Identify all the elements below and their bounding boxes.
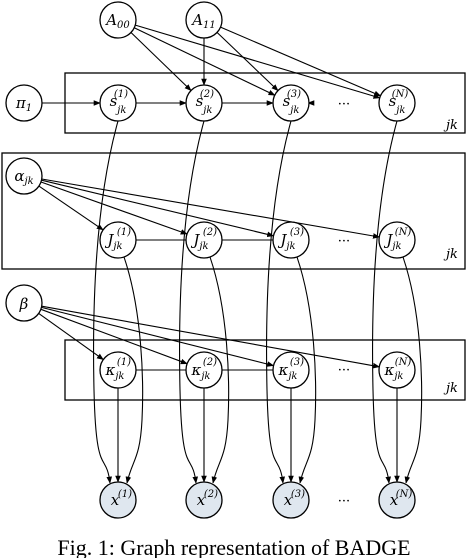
- plate-label-j: jk: [443, 247, 458, 262]
- svg-text:A00: A00: [104, 11, 130, 31]
- node-pi-subscript: 1: [26, 103, 32, 114]
- edge-j-to-x-2: [209, 256, 230, 484]
- node-j-1: Jjk (1): [99, 221, 137, 259]
- edge-alpha-to-j-2: [40, 181, 188, 235]
- svg-text:sjk: sjk: [196, 92, 213, 116]
- node-beta: β: [5, 284, 43, 322]
- node-a00: A00: [99, 1, 137, 39]
- plate-label-s: jk: [443, 118, 458, 133]
- plate-label-kappa: jk: [443, 381, 458, 396]
- edge-a00-to-s-n: [135, 24, 381, 99]
- edges: [38, 24, 423, 484]
- svg-text:π1: π1: [15, 94, 32, 114]
- edge-a11-to-s-n: [220, 26, 382, 97]
- svg-text:Jjk: Jjk: [383, 231, 401, 252]
- node-pi-symbol: π: [15, 94, 27, 112]
- svg-text:(1): (1): [117, 227, 131, 238]
- node-pi: π1: [5, 84, 43, 122]
- edge-j-to-x-1: [123, 256, 144, 484]
- svg-text:(3): (3): [287, 89, 301, 100]
- svg-text:sjk: sjk: [389, 92, 406, 116]
- svg-text:(2): (2): [204, 489, 218, 500]
- edge-s-to-x-1: [93, 120, 119, 484]
- node-a00-subscript: 00: [117, 20, 130, 31]
- ellipsis-kappa: ···: [338, 363, 350, 378]
- svg-text:Jjk: Jjk: [190, 231, 208, 252]
- edge-j-to-x-n: [402, 256, 423, 484]
- node-s-1: sjk (1): [99, 84, 137, 122]
- svg-text:κjk: κjk: [104, 361, 124, 382]
- edge-a00-to-s-2: [130, 32, 192, 91]
- node-alpha: αjk: [5, 157, 43, 195]
- node-x-3: x (3): [272, 481, 310, 519]
- svg-text:x: x: [111, 491, 120, 509]
- edge-alpha-to-j-3: [41, 179, 275, 238]
- node-alpha-subscript: jk: [22, 176, 33, 187]
- node-a11-subscript: 11: [203, 20, 216, 31]
- node-j-2: Jjk (2): [185, 221, 223, 259]
- svg-text:(3): (3): [290, 357, 304, 368]
- svg-text:κjk: κjk: [383, 361, 403, 382]
- figure-caption: Fig. 1: Graph representation of BADGE: [57, 535, 411, 558]
- edge-a00-to-s-3: [133, 27, 276, 96]
- edge-beta-to-kappa-3: [41, 306, 275, 367]
- svg-text:(2): (2): [200, 89, 214, 100]
- svg-text:αjk: αjk: [14, 167, 33, 187]
- plate-kappa: [64, 339, 466, 401]
- edge-s-to-x-n: [372, 120, 398, 484]
- node-j-3: Jjk (3): [272, 221, 310, 259]
- svg-text:(N): (N): [396, 489, 413, 500]
- edge-alpha-to-j-1: [38, 185, 104, 231]
- edge-a11-to-s-3: [216, 32, 279, 92]
- svg-text:x: x: [390, 491, 399, 509]
- node-j-n: Jjk (N): [378, 221, 416, 259]
- edge-alpha-to-j-n: [41, 178, 380, 239]
- edge-beta-to-kappa-1: [38, 312, 104, 361]
- node-x-2: x (2): [185, 481, 223, 519]
- svg-text:A11: A11: [190, 11, 216, 31]
- svg-text:(2): (2): [203, 227, 217, 238]
- svg-text:(1): (1): [114, 89, 128, 100]
- node-a00-symbol: A: [104, 11, 117, 29]
- edge-j-to-x-3: [296, 256, 317, 484]
- svg-text:(1): (1): [117, 357, 131, 368]
- svg-text:(N): (N): [395, 227, 412, 238]
- svg-text:sjk: sjk: [110, 92, 127, 116]
- edge-s-to-x-3: [266, 120, 292, 484]
- node-kappa-1: κjk (1): [99, 351, 137, 389]
- node-kappa-n: κjk (N): [378, 351, 416, 389]
- edge-s-to-x-2: [179, 120, 205, 484]
- svg-text:κjk: κjk: [190, 361, 210, 382]
- edge-beta-to-kappa-2: [40, 308, 188, 365]
- svg-text:Jjk: Jjk: [277, 231, 295, 252]
- node-alpha-symbol: α: [14, 167, 24, 185]
- svg-text:(N): (N): [395, 357, 412, 368]
- node-kappa-3: κjk (3): [272, 351, 310, 389]
- node-a11: A11: [185, 1, 223, 39]
- plate-j: [1, 152, 466, 270]
- node-s-2: sjk (2): [185, 84, 223, 122]
- svg-text:(2): (2): [203, 357, 217, 368]
- node-x-1: x (1): [99, 481, 137, 519]
- node-x-n: x (N): [378, 481, 416, 519]
- edge-beta-to-kappa-n: [41, 305, 380, 369]
- svg-text:Jjk: Jjk: [104, 231, 122, 252]
- node-a11-symbol: A: [190, 11, 203, 29]
- svg-text:x: x: [284, 491, 293, 509]
- node-s-3: sjk (3): [272, 84, 310, 122]
- svg-text:κjk: κjk: [277, 361, 297, 382]
- ellipsis-x: ···: [338, 494, 350, 509]
- node-kappa-2: κjk (2): [185, 351, 223, 389]
- node-beta-symbol: β: [19, 295, 29, 313]
- node-s-n: sjk (N): [378, 84, 416, 122]
- ellipsis-s: ···: [338, 97, 350, 112]
- svg-text:(3): (3): [291, 489, 305, 500]
- svg-text:sjk: sjk: [283, 92, 300, 116]
- svg-text:x: x: [197, 491, 206, 509]
- svg-text:(1): (1): [118, 489, 132, 500]
- svg-text:(N): (N): [392, 89, 409, 100]
- ellipsis-j: ···: [338, 234, 350, 249]
- svg-text:(3): (3): [290, 227, 304, 238]
